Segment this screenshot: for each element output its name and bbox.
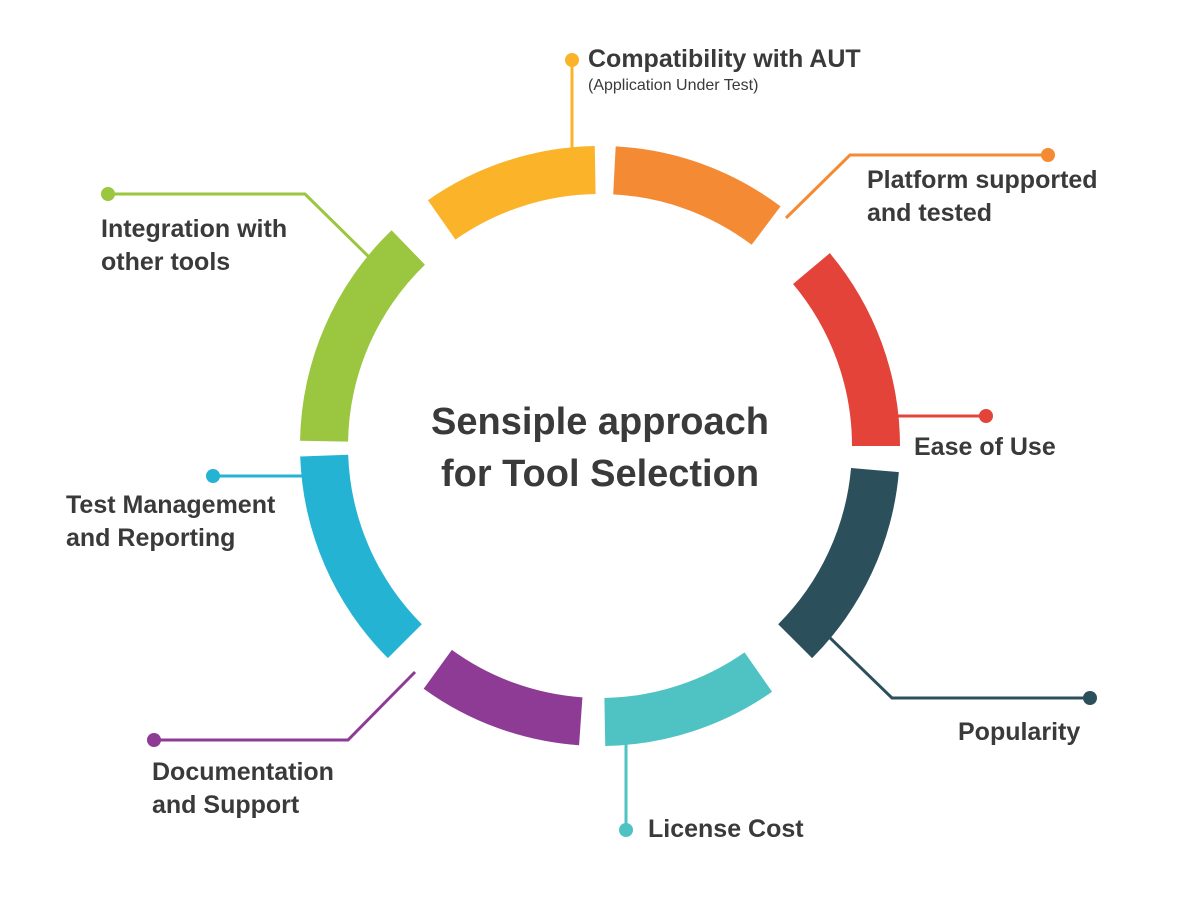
ring-segment-integ — [300, 230, 425, 442]
leader-dot-popular — [1083, 691, 1097, 705]
ring-segment-docs — [423, 649, 583, 746]
label-popularity: Popularity — [958, 718, 1081, 746]
label-compatibility: Compatibility with AUT (Application Unde… — [588, 43, 861, 96]
label-platform-line2: and tested — [867, 199, 993, 227]
center-title: Sensiple approach for Tool Selection — [400, 396, 800, 500]
label-documentation-line1: Documentation — [152, 758, 334, 786]
ring-segment-platform — [613, 146, 781, 245]
label-ease-of-use: Ease of Use — [914, 433, 1056, 461]
leader-line-docs — [154, 670, 417, 742]
ring-segment-license — [604, 652, 773, 746]
leader-dot-testmgmt — [206, 469, 220, 483]
leader-dot-docs — [147, 733, 161, 747]
leader-line-popular — [823, 631, 1090, 700]
label-documentation: Documentation and Support — [152, 756, 334, 822]
ring-segment-ease — [793, 253, 900, 446]
leader-dot-license — [619, 823, 633, 837]
leader-dot-ease — [979, 409, 993, 423]
label-platform: Platform supported and tested — [867, 164, 1098, 230]
label-test-management: Test Management and Reporting — [66, 489, 275, 555]
center-title-line2: for Tool Selection — [440, 453, 760, 495]
ring-segment-compat — [427, 146, 596, 240]
label-compatibility-subtitle: (Application Under Test) — [588, 77, 759, 94]
label-platform-line1: Platform supported — [867, 166, 1098, 194]
label-documentation-line2: and Support — [152, 791, 300, 819]
leader-line-integ — [108, 192, 374, 262]
leader-line-platform — [784, 153, 1048, 220]
leader-dot-platform — [1041, 148, 1055, 162]
ring-segment-testmgmt — [300, 454, 422, 659]
leader-dot-compat — [565, 53, 579, 67]
label-license-cost: License Cost — [648, 815, 804, 843]
label-integration: Integration with other tools — [101, 213, 287, 279]
label-integration-line1: Integration with — [101, 215, 288, 243]
label-integration-line2: other tools — [101, 248, 231, 276]
label-test-management-line2: and Reporting — [66, 524, 236, 552]
center-title-line1: Sensiple approach — [431, 401, 769, 443]
leader-dot-integ — [101, 187, 115, 201]
ring-segment-popular — [778, 467, 899, 659]
label-compatibility-title: Compatibility with AUT — [588, 45, 861, 73]
label-test-management-line1: Test Management — [66, 491, 276, 519]
